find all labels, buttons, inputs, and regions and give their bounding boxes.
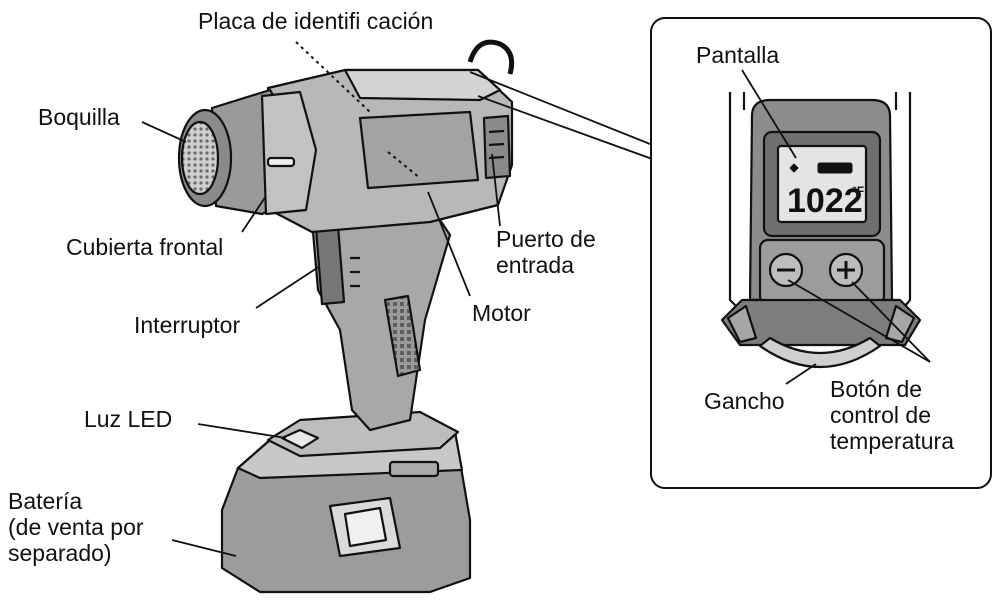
leader-lines: [141, 71, 656, 557]
label-hook: Gancho: [704, 388, 785, 414]
switch: [314, 224, 346, 306]
lcd-reading: 1022: [787, 182, 863, 220]
heat-gun: [177, 39, 515, 594]
label-temperature-button-line-3: temperatura: [830, 428, 955, 454]
fan-icon: [789, 163, 799, 173]
label-battery-line-3: separado): [8, 540, 112, 566]
label-battery: Batería (de venta por separado): [8, 488, 144, 566]
label-front-cover: Cubierta frontal: [66, 234, 224, 260]
label-battery-line-2: (de venta por: [8, 514, 144, 540]
label-temperature-button-line-1: Botón de: [830, 376, 923, 402]
label-inlet-port-line-1: Puerto de: [496, 226, 596, 252]
label-temperature-button-line-2: control de: [830, 402, 932, 428]
control-panel: [720, 92, 922, 369]
label-switch: Interruptor: [134, 312, 241, 338]
label-motor: Motor: [472, 300, 531, 326]
label-nozzle: Boquilla: [38, 104, 120, 130]
label-inlet-port: Puerto de entrada: [496, 226, 596, 278]
battery-icon: [817, 162, 853, 174]
label-led-light: Luz LED: [84, 406, 173, 432]
label-identification-plate: Placa de identifi cación: [198, 8, 434, 34]
hook: [758, 336, 882, 369]
label-inlet-port-line-2: entrada: [496, 252, 575, 278]
lcd-unit: °F: [852, 184, 864, 198]
led-light: [280, 428, 320, 450]
label-temperature-button: Botón de control de temperatura: [830, 376, 954, 454]
label-battery-line-1: Batería: [8, 488, 83, 514]
label-display: Pantalla: [696, 42, 780, 68]
